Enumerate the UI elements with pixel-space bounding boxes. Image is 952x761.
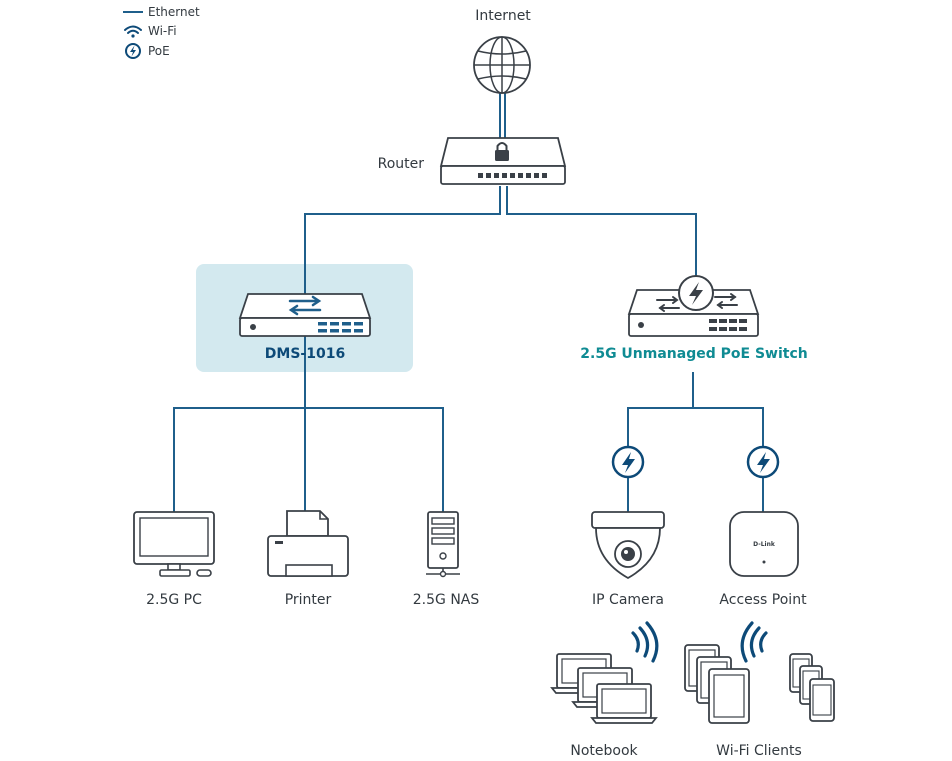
poe-icon [125, 43, 141, 59]
tablet-icon [708, 668, 750, 724]
poe-switch-icon [627, 275, 760, 337]
nas-icon [426, 511, 460, 578]
camera-label: IP Camera [592, 592, 664, 608]
globe-icon [473, 36, 531, 94]
printer-icon [267, 510, 349, 577]
internet-label: Internet [475, 8, 531, 24]
pc-label: 2.5G PC [146, 592, 202, 608]
printer-label: Printer [285, 592, 332, 608]
camera-icon [591, 511, 665, 580]
poe-bolt-icon [746, 445, 780, 479]
legend-poe-label: PoE [148, 44, 170, 58]
router-icon [439, 137, 567, 185]
nas-label: 2.5G NAS [413, 592, 480, 608]
switch-icon [238, 293, 372, 337]
notebook-icon [590, 683, 658, 724]
wifi-signal-icon [740, 621, 768, 663]
ap-brand-label: D-Link [753, 541, 776, 548]
notebook-label: Notebook [570, 743, 638, 759]
dms-label: DMS-1016 [265, 346, 345, 362]
legend: Ethernet Wi-Fi PoE [123, 5, 200, 59]
legend-ethernet-label: Ethernet [148, 5, 200, 19]
wifi-clients-label: Wi-Fi Clients [716, 743, 802, 759]
wifi-signal-icon [631, 621, 659, 663]
wifi-icon [124, 25, 142, 38]
poe-bolt-icon [611, 445, 645, 479]
ap-label: Access Point [719, 592, 807, 608]
monitor-icon [133, 511, 215, 577]
phone-icon [809, 678, 835, 722]
poe-switch-label: 2.5G Unmanaged PoE Switch [580, 346, 807, 362]
access-point-icon [729, 511, 799, 577]
legend-wifi-label: Wi-Fi [148, 24, 177, 38]
router-label: Router [378, 156, 425, 172]
